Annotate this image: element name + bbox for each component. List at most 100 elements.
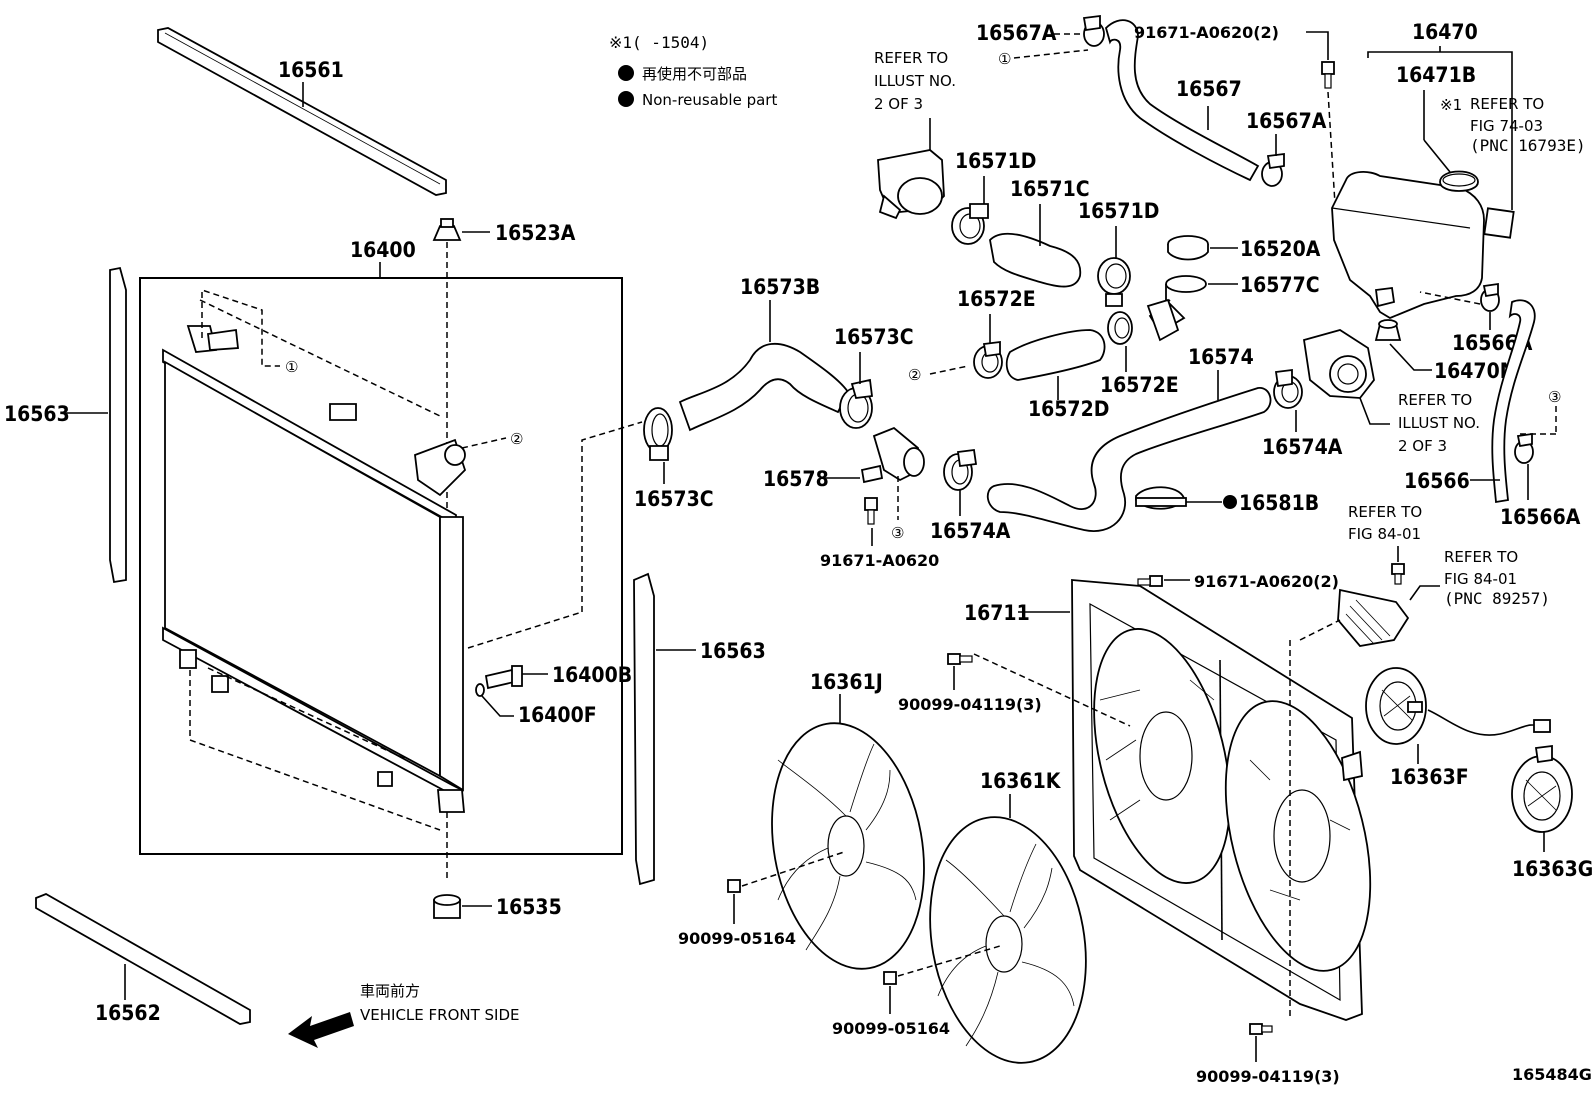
part-label-16563-right[interactable]: 16563: [700, 639, 766, 663]
water-outlet-housing-part: [877, 149, 945, 220]
hose-16574-part: [986, 387, 1272, 532]
clamp-16574A-left-part: [943, 448, 978, 491]
part-label-90099-04119-upper[interactable]: 90099-04119(3): [898, 695, 1042, 714]
part-label-16572D[interactable]: 16572D: [1028, 397, 1109, 421]
ref-illust-b-line2[interactable]: ILLUST NO.: [1398, 414, 1480, 432]
part-label-16574A-left[interactable]: 16574A: [930, 519, 1011, 543]
part-label-16561[interactable]: 16561: [278, 58, 344, 82]
clamp-16574A-right-part: [1273, 368, 1303, 409]
hose-16573B-part: [678, 342, 850, 432]
cooling-fan-16361K-part: [929, 816, 1087, 1064]
ref-fig8401a-line2[interactable]: FIG 84-01: [1348, 525, 1421, 543]
bolt-fig8401-part: [1391, 563, 1405, 585]
ref-illust-a-line2[interactable]: ILLUST NO.: [874, 72, 956, 90]
part-label-16566[interactable]: 16566: [1404, 469, 1470, 493]
cap-16520A-part: [1167, 235, 1209, 261]
bolt-91671-top-part: [1321, 61, 1335, 89]
part-label-16470[interactable]: 16470: [1412, 20, 1478, 44]
clamp-16572E-left-part: [973, 340, 1003, 379]
part-label-16571D-right[interactable]: 16571D: [1078, 199, 1159, 223]
part-label-16581B[interactable]: 16581B: [1239, 491, 1319, 515]
hose-16571C-part: [989, 232, 1082, 288]
side-seal-left-part: [109, 266, 127, 584]
part-label-16562[interactable]: 16562: [95, 1001, 161, 1025]
reservoir-tank-part: [1331, 170, 1485, 320]
part-label-90099-04119-lower[interactable]: 90099-04119(3): [1196, 1067, 1340, 1086]
part-label-16567A-top[interactable]: 16567A: [976, 21, 1057, 45]
legend-note: ※1( -1504): [609, 33, 709, 52]
callout-3b-icon: ③: [1548, 388, 1561, 406]
filler-neck-16577C-part: [1146, 275, 1207, 342]
part-label-16361J[interactable]: 16361J: [810, 670, 883, 694]
part-label-16563-left[interactable]: 16563: [4, 402, 70, 426]
plug-16470M-part: [1374, 319, 1402, 341]
figure-code: 165484G: [1512, 1065, 1592, 1084]
part-label-16574[interactable]: 16574: [1188, 345, 1254, 369]
ref-fig8401b-line1[interactable]: REFER TO: [1444, 548, 1518, 566]
part-label-16572E-right[interactable]: 16572E: [1100, 373, 1179, 397]
fan-motor-16363F-part: [1365, 667, 1551, 745]
upper-support-part: [157, 27, 447, 196]
ref-fig8401b-line2[interactable]: FIG 84-01: [1444, 570, 1517, 588]
part-label-91671-A0620-shroud[interactable]: 91671-A0620(2): [1194, 572, 1339, 591]
cap-16470-small-part: [1483, 207, 1515, 239]
ref-illust-b-line1[interactable]: REFER TO: [1398, 391, 1472, 409]
cooling-fan-16361J-part: [771, 722, 925, 970]
clamp-16567A-top-part: [1082, 14, 1105, 47]
ref-fig7403-line1[interactable]: REFER TO: [1470, 95, 1544, 113]
bolt-90099-04119-upper-part: [947, 653, 973, 665]
part-label-90099-05164-right[interactable]: 90099-05164: [832, 1019, 950, 1038]
callout-1-icon: ①: [285, 358, 298, 376]
cushion-16535-part: [433, 894, 461, 919]
part-label-16567[interactable]: 16567: [1176, 77, 1242, 101]
part-label-16573C-left[interactable]: 16573C: [634, 487, 714, 511]
nut-90099-05164-left-part: [727, 879, 741, 893]
clamp-16567A-bottom-part: [1261, 152, 1285, 187]
part-label-16400[interactable]: 16400: [350, 238, 416, 262]
clamp-16573C-right-part: [839, 378, 874, 429]
part-label-16577C[interactable]: 16577C: [1240, 273, 1320, 297]
part-label-16363F[interactable]: 16363F: [1390, 765, 1469, 789]
radiator-assembly-box: [139, 277, 623, 855]
clamp-16566A-bottom-part: [1514, 432, 1534, 464]
part-label-16711[interactable]: 16711: [964, 601, 1030, 625]
hose-16566-part: [1491, 299, 1536, 504]
ref-fig8401a-line1[interactable]: REFER TO: [1348, 503, 1422, 521]
part-label-16571C[interactable]: 16571C: [1010, 177, 1090, 201]
legend-en: Non-reusable part: [642, 91, 777, 109]
part-label-16578[interactable]: 16578: [763, 467, 829, 491]
part-label-16400F[interactable]: 16400F: [518, 703, 597, 727]
part-label-90099-05164-left[interactable]: 90099-05164: [678, 929, 796, 948]
part-label-16573B[interactable]: 16573B: [740, 275, 820, 299]
vehicle-front-arrow-icon: [288, 1012, 354, 1048]
front-label-jp: 車両前方: [360, 982, 420, 1000]
ref-fig7403-line2[interactable]: FIG 74-03: [1470, 117, 1543, 135]
part-label-16363G[interactable]: 16363G: [1512, 857, 1592, 881]
ref-fig7403-line3[interactable]: (PNC 16793E): [1470, 136, 1586, 155]
bolt-90099-04119-lower-part: [1249, 1023, 1273, 1035]
part-label-91671-A0620[interactable]: 91671-A0620: [820, 551, 939, 570]
part-label-16571D-left[interactable]: 16571D: [955, 149, 1036, 173]
part-label-16361K[interactable]: 16361K: [980, 769, 1062, 793]
part-label-16520A[interactable]: 16520A: [1240, 237, 1321, 261]
callout-1b-icon: ①: [998, 50, 1011, 68]
part-label-16471B[interactable]: 16471B: [1396, 63, 1476, 87]
part-label-16573C-right[interactable]: 16573C: [834, 325, 914, 349]
water-pipe-16578-part: [860, 426, 925, 484]
ref-fig8401b-line3[interactable]: (PNC 89257): [1444, 589, 1550, 608]
part-label-16572E-left[interactable]: 16572E: [957, 287, 1036, 311]
non-reusable-bullet-icon: [618, 65, 634, 81]
part-label-16523A[interactable]: 16523A: [495, 221, 576, 245]
clamp-16571D-left-part: [951, 203, 989, 245]
part-label-16574A-right[interactable]: 16574A: [1262, 435, 1343, 459]
part-label-16567A-bottom[interactable]: 16567A: [1246, 109, 1327, 133]
part-label-16400B[interactable]: 16400B: [552, 663, 632, 687]
part-label-16535[interactable]: 16535: [496, 895, 562, 919]
ref-illust-a-line3[interactable]: 2 OF 3: [874, 95, 923, 113]
ref-illust-a-line1[interactable]: REFER TO: [874, 49, 948, 67]
part-label-91671-A0620-top[interactable]: 91671-A0620(2): [1134, 23, 1279, 42]
o-ring-16400F-part: [475, 683, 485, 697]
non-reusable-bullet-icon: [618, 91, 634, 107]
part-label-16566A-bottom[interactable]: 16566A: [1500, 505, 1581, 529]
ref-illust-b-line3[interactable]: 2 OF 3: [1398, 437, 1447, 455]
